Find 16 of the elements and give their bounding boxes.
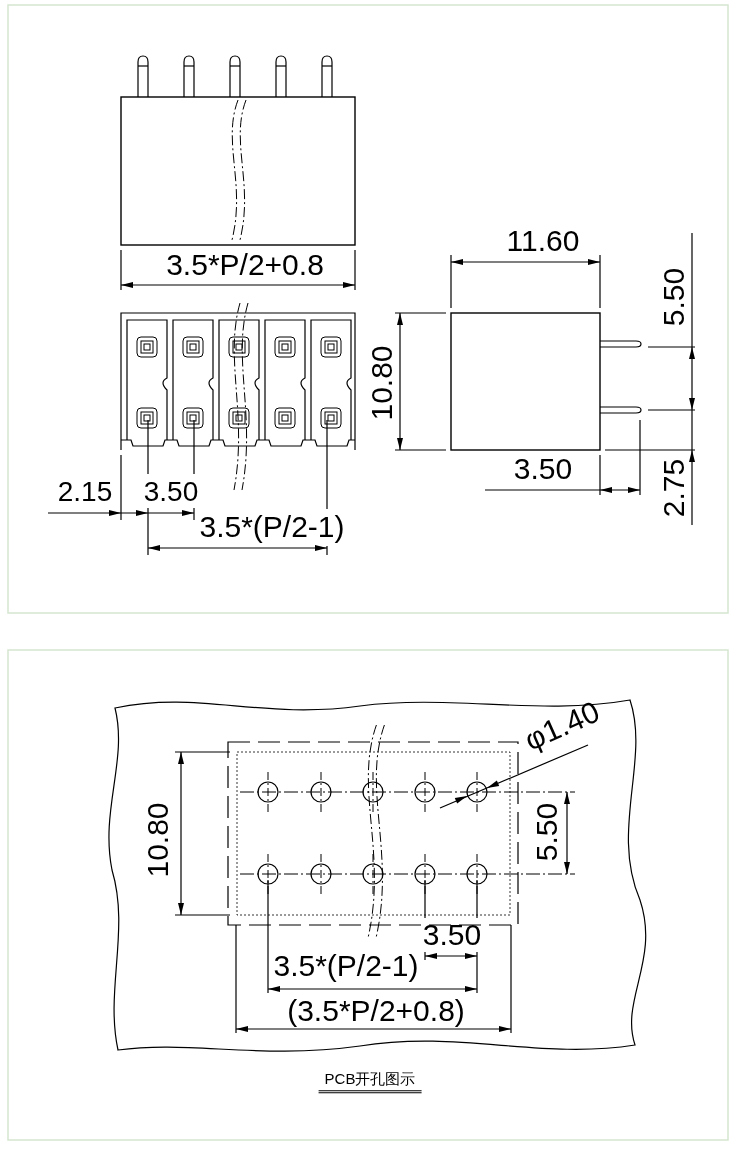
dimension-label: 3.5*P/2+0.8	[166, 250, 324, 280]
dimension-label: 3.50	[422, 920, 482, 950]
dimension-label: 3.5*(P/2-1)	[273, 951, 419, 981]
dimension-label: 5.50	[532, 802, 562, 862]
dimension-label: 3.50	[513, 454, 573, 484]
dimension-label: 2.15	[57, 478, 113, 506]
dimension-label: 3.50	[143, 478, 199, 506]
dimension-label: (3.5*P/2+0.8)	[287, 996, 465, 1026]
dimension-label: 10.80	[367, 345, 397, 421]
dimension-label: φ1.40	[520, 696, 604, 756]
caption: PCB开孔图示	[318, 1071, 422, 1093]
dimension-label: 11.60	[506, 226, 580, 256]
dimension-label: 2.75	[659, 458, 689, 518]
dimension-label: 10.80	[143, 802, 173, 878]
dimension-label: 3.5*(P/2-1)	[199, 512, 345, 542]
dimension-label: 5.50	[659, 267, 689, 327]
